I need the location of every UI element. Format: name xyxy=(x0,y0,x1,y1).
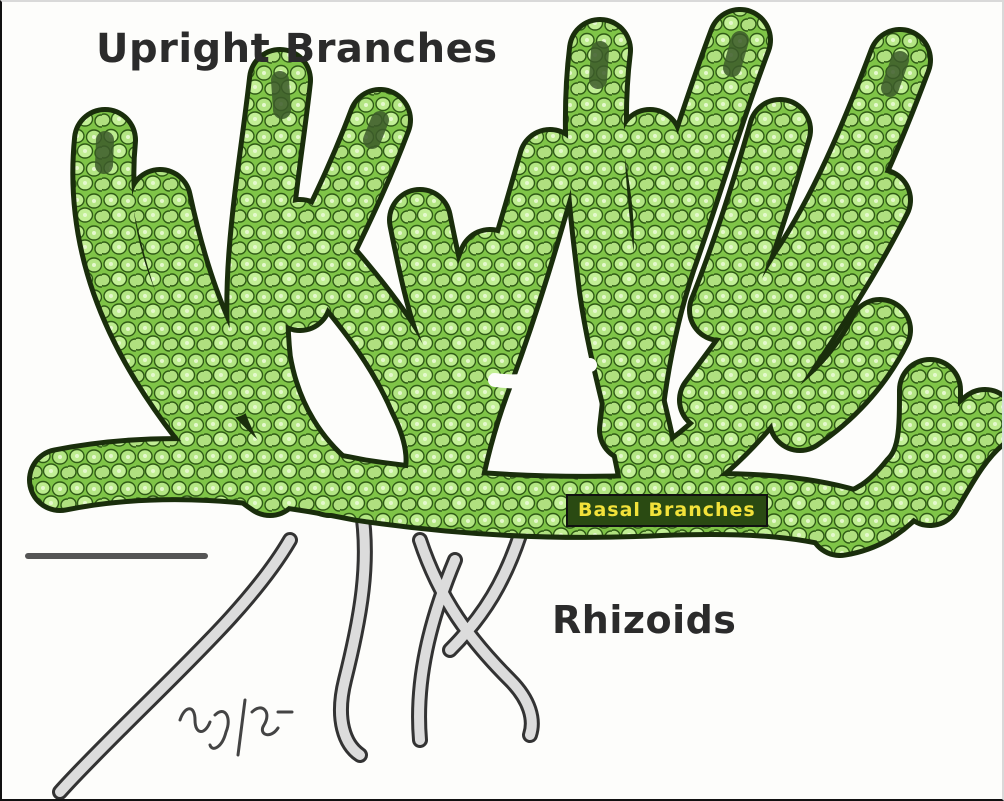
rhizoids-group xyxy=(60,500,532,792)
upright-branches-label: Upright Branches xyxy=(96,26,498,72)
thallus xyxy=(60,40,985,525)
basal-branches-label: Basal Branches xyxy=(566,494,768,527)
artist-signature xyxy=(180,700,292,755)
rhizoids-label: Rhizoids xyxy=(552,598,736,642)
